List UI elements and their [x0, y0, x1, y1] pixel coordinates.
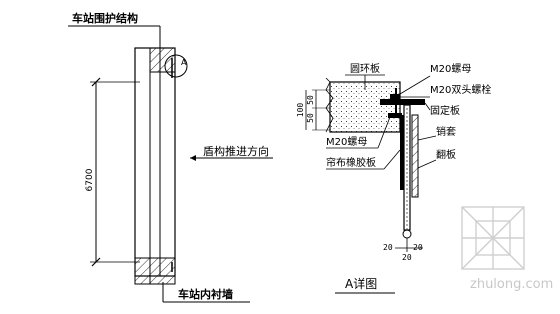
callout-circle	[164, 54, 188, 78]
leader-fixed-plate	[424, 102, 431, 111]
leader-m20-nut-top	[399, 75, 431, 95]
label-m20-stud: M20双头螺栓	[430, 83, 491, 96]
leader-flap	[417, 159, 437, 169]
label-m20-nut-top: M20螺母	[430, 63, 471, 75]
leader-pin	[417, 135, 437, 141]
flap-outer	[403, 104, 411, 231]
stud-bolt	[395, 88, 397, 113]
dim-bottom-right: 20	[413, 243, 423, 252]
wall-outline	[134, 47, 176, 277]
label-rubber-strip: 帘布橡胶板	[326, 156, 376, 169]
callout-letter: A	[181, 58, 187, 67]
label-flap: 翻板	[436, 148, 456, 161]
left-elevation: 车站围护结构 A 6700 车站内衬墙	[68, 11, 250, 303]
label-ring-plate: 圆环板	[350, 62, 380, 75]
label-fixed-plate: 固定板	[430, 104, 460, 117]
rubber-strip	[400, 115, 404, 190]
leader-m20-nut-bottom	[377, 116, 391, 149]
bottom-label: 车站内衬墙	[178, 287, 233, 301]
leader-rubber-strip	[383, 149, 401, 170]
dim-50-a: 50	[306, 95, 315, 105]
dim-bottom-center: 20	[402, 253, 412, 262]
detail-title: A详图	[345, 276, 377, 291]
dimension-tick-top	[91, 77, 101, 87]
label-m20-nut-bottom: M20螺母	[326, 136, 367, 148]
watermark-text: zhulong.com	[470, 277, 553, 292]
top-label: 车站围护结构	[72, 11, 138, 25]
dimension-tick-bottom	[91, 257, 101, 267]
dim-100: 100	[296, 103, 305, 118]
dim-50-b: 50	[306, 113, 315, 123]
bottom-nut	[388, 113, 402, 118]
top-hatched-block	[149, 47, 176, 73]
ring-break-line	[325, 81, 334, 133]
ring-plate-body	[329, 81, 401, 133]
advance-direction: 盾构推进方向	[190, 144, 273, 161]
flap-hinge	[402, 229, 412, 239]
watermark: zhulong.com	[461, 206, 553, 292]
bottom-hatched-block-2	[134, 257, 151, 285]
label-pin: 销套	[436, 125, 456, 138]
detail-a: 50 50 100 圆环板 M20螺母 M20双头螺栓 固定板 销套 翻板 M2…	[296, 62, 491, 294]
direction-arrow	[190, 155, 196, 161]
fixed-plate	[380, 99, 425, 105]
watermark-logo	[461, 206, 525, 270]
direction-label: 盾构推进方向	[203, 144, 269, 158]
bottom-hatched-block	[149, 257, 176, 285]
dimension-6700: 6700	[85, 168, 95, 191]
dim-bottom-left: 20	[383, 243, 393, 252]
flap-hatched	[411, 114, 419, 198]
ring-break-1	[325, 77, 331, 83]
